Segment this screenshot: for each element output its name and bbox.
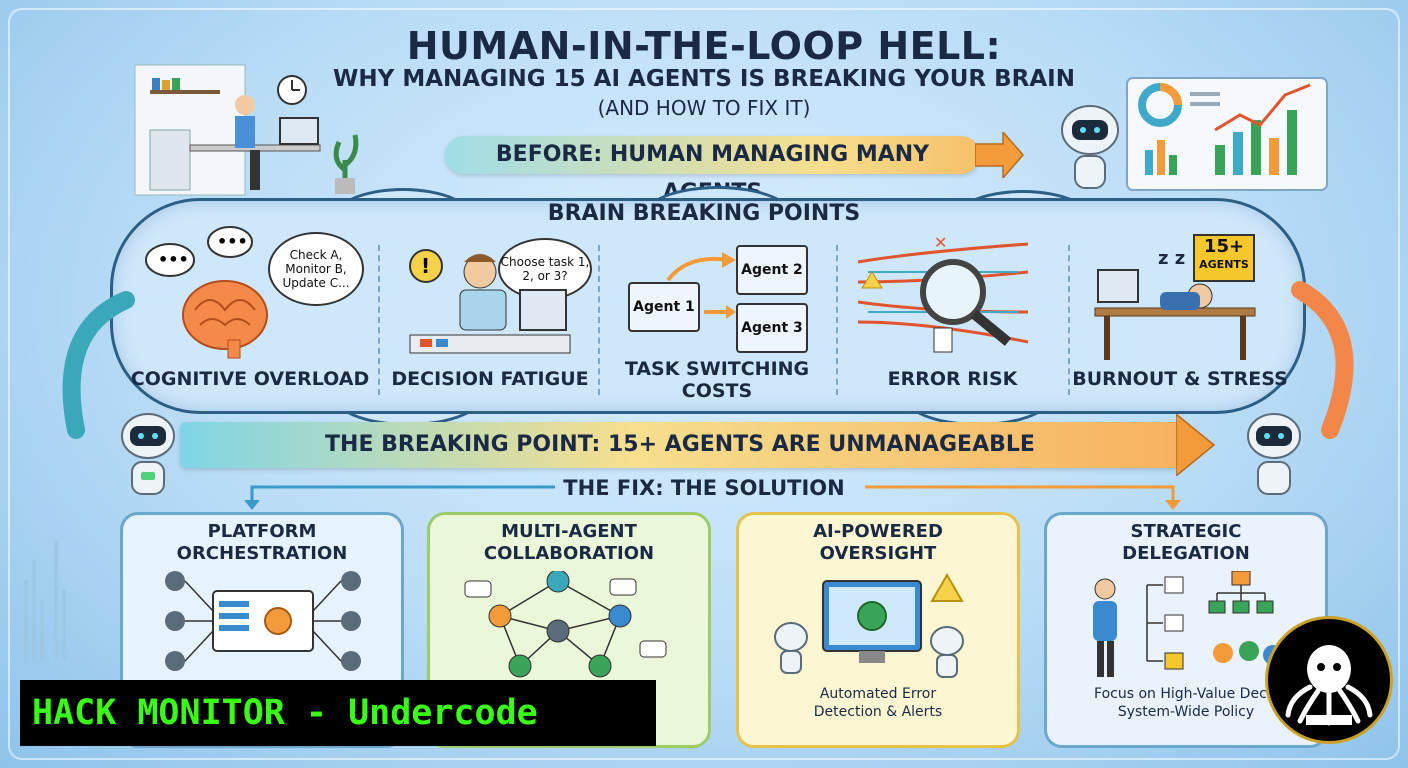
svg-text:•••: ••• bbox=[158, 250, 189, 269]
badge-number: 15+ bbox=[1203, 236, 1245, 257]
agents-count-badge: 15+ AGENTS bbox=[1193, 234, 1255, 282]
main-title: HUMAN-IN-THE-LOOP HELL: bbox=[406, 24, 1002, 68]
switch-arrows-icon bbox=[666, 252, 736, 319]
decorative-bars bbox=[24, 540, 66, 660]
before-banner: BEFORE: HUMAN MANAGING MANY AGENTS bbox=[445, 136, 980, 205]
arrow-right-icon bbox=[1176, 414, 1216, 476]
office-worker-illustration bbox=[134, 64, 359, 196]
brain-breaking-title: BRAIN BREAKING POINTS bbox=[547, 201, 861, 226]
label-task-switching: TASK SWITCHING COSTS bbox=[624, 358, 810, 402]
branch-arrow-right bbox=[865, 485, 1181, 510]
right-loop-arrow bbox=[1291, 281, 1354, 439]
label-burnout: BURNOUT & STRESS bbox=[1072, 368, 1288, 390]
monitoring-screen-icon bbox=[774, 572, 964, 678]
svg-text:!: ! bbox=[421, 254, 430, 278]
card-caption: Automated Error Detection & Alerts bbox=[813, 686, 943, 720]
panel-divider bbox=[378, 245, 380, 395]
breaking-point-banner: THE BREAKING POINT: 15+ AGENTS ARE UNMAN… bbox=[180, 422, 1180, 468]
subtitle: WHY MANAGING 15 AI AGENTS IS BREAKING YO… bbox=[333, 66, 1075, 92]
octopus-icon bbox=[1285, 645, 1373, 726]
tired-worker-icon: ! bbox=[409, 249, 571, 354]
card-title: MULTI-AGENT COLLABORATION bbox=[483, 521, 655, 564]
sleep-icon: z z bbox=[1158, 248, 1186, 269]
card-title: STRATEGIC DELEGATION bbox=[1122, 521, 1250, 564]
svg-text:•••: ••• bbox=[217, 232, 248, 251]
speech-bubble: Choose task 1, 2, or 3? bbox=[498, 238, 592, 300]
label-cognitive-overload: COGNITIVE OVERLOAD bbox=[130, 368, 370, 390]
card-title: PLATFORM ORCHESTRATION bbox=[176, 521, 348, 564]
orchestration-icon bbox=[165, 571, 361, 671]
octopus-logo bbox=[1265, 616, 1393, 744]
left-loop-arrow bbox=[62, 291, 135, 439]
robot-dashboard-illustration bbox=[1061, 77, 1328, 191]
panel-divider bbox=[1068, 245, 1070, 395]
badge-text: AGENTS bbox=[1199, 258, 1249, 271]
watermark-banner: HACK MONITOR - Undercode bbox=[20, 680, 656, 746]
agent-window: Agent 3 bbox=[736, 303, 808, 353]
fix-title: THE FIX: THE SOLUTION bbox=[563, 476, 845, 500]
branch-arrow-left bbox=[244, 485, 555, 510]
card-ai-powered-oversight: AI-POWERED OVERSIGHT Automated Error Det… bbox=[736, 512, 1020, 748]
panel-divider bbox=[598, 245, 600, 395]
card-title: AI-POWERED OVERSIGHT bbox=[813, 521, 943, 564]
panel-divider bbox=[836, 245, 838, 395]
robot-icon bbox=[121, 413, 175, 495]
label-decision-fatigue: DECISION FATIGUE bbox=[391, 368, 589, 390]
robot-icon bbox=[1247, 413, 1301, 495]
delegation-icon bbox=[1093, 571, 1283, 677]
thought-bubble: Check A, Monitor B, Update C... bbox=[268, 232, 364, 306]
arrow-right-icon bbox=[975, 132, 1024, 178]
agent-window: Agent 2 bbox=[736, 245, 808, 295]
label-error-risk: ERROR RISK bbox=[887, 368, 1018, 390]
subtitle-note: (AND HOW TO FIX IT) bbox=[597, 96, 811, 120]
sleeping-worker-icon bbox=[1094, 269, 1256, 360]
svg-text:✕: ✕ bbox=[934, 233, 947, 252]
brain-icon: ••• ••• bbox=[145, 226, 268, 359]
magnifier-error-icon: ✕ bbox=[857, 233, 1029, 353]
collaboration-network-icon bbox=[464, 571, 667, 678]
agent-window: Agent 1 bbox=[628, 282, 700, 332]
